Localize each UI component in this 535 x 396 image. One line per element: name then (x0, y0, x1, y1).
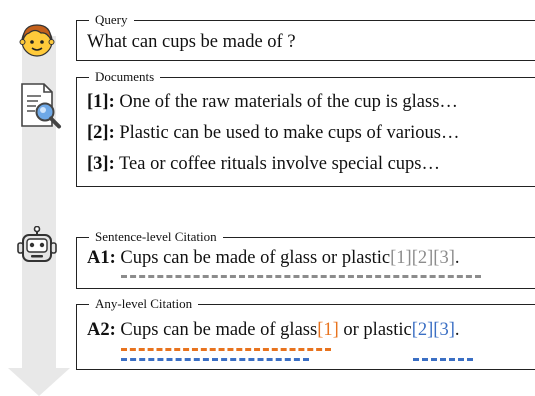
documents-panel: Documents [1]: One of the raw materials … (76, 69, 535, 187)
user-face-icon (19, 24, 55, 57)
sentence-level-panel: Sentence-level Citation A1: Cups can be … (76, 229, 535, 289)
document-text: Tea or coffee rituals involve special cu… (114, 154, 440, 174)
answer-a2-period: . (454, 320, 460, 340)
documents-tag: Documents (89, 69, 161, 85)
cups-underline (121, 358, 309, 361)
robot-icon (17, 226, 57, 262)
any-level-tag: Any-level Citation (89, 296, 199, 312)
answer-a2: A2: Cups can be made of glass[1] or plas… (87, 320, 460, 341)
answer-a2-citation-2-3: [2][3] (411, 320, 455, 340)
query-tag: Query (89, 12, 134, 28)
sentence-level-tag: Sentence-level Citation (89, 229, 223, 245)
answer-a1-label: A1: (87, 248, 116, 268)
answer-a2-text-b: or plastic (338, 320, 412, 340)
document-label: [3]: (87, 154, 115, 174)
query-panel: Query What can cups be made of ? (76, 12, 535, 61)
plastic-underline (413, 358, 473, 361)
glass-underline (121, 348, 331, 351)
answer-a1-citations: [1][2][3] (390, 248, 455, 268)
document-item: [2]: Plastic can be used to make cups of… (87, 123, 459, 144)
any-level-panel: Any-level Citation A2: Cups can be made … (76, 296, 535, 370)
document-search-icon (21, 83, 61, 129)
answer-a1: A1: Cups can be made of glass or plastic… (87, 248, 459, 269)
document-item: [1]: One of the raw materials of the cup… (87, 92, 458, 113)
answer-a2-label: A2: (87, 320, 116, 340)
answer-a2-text-a: Cups can be made of glass (115, 320, 318, 340)
query-text: What can cups be made of ? (87, 32, 296, 52)
document-text: Plastic can be used to make cups of vari… (114, 123, 460, 143)
document-text: One of the raw materials of the cup is g… (114, 92, 458, 112)
document-label: [2]: (87, 123, 115, 143)
sentence-underline (121, 275, 481, 278)
document-item: [3]: Tea or coffee rituals involve speci… (87, 154, 440, 175)
answer-a1-period: . (454, 248, 460, 268)
answer-a1-text: Cups can be made of glass or plastic (115, 248, 391, 268)
document-label: [1]: (87, 92, 115, 112)
answer-a2-citation-1: [1] (317, 320, 339, 340)
